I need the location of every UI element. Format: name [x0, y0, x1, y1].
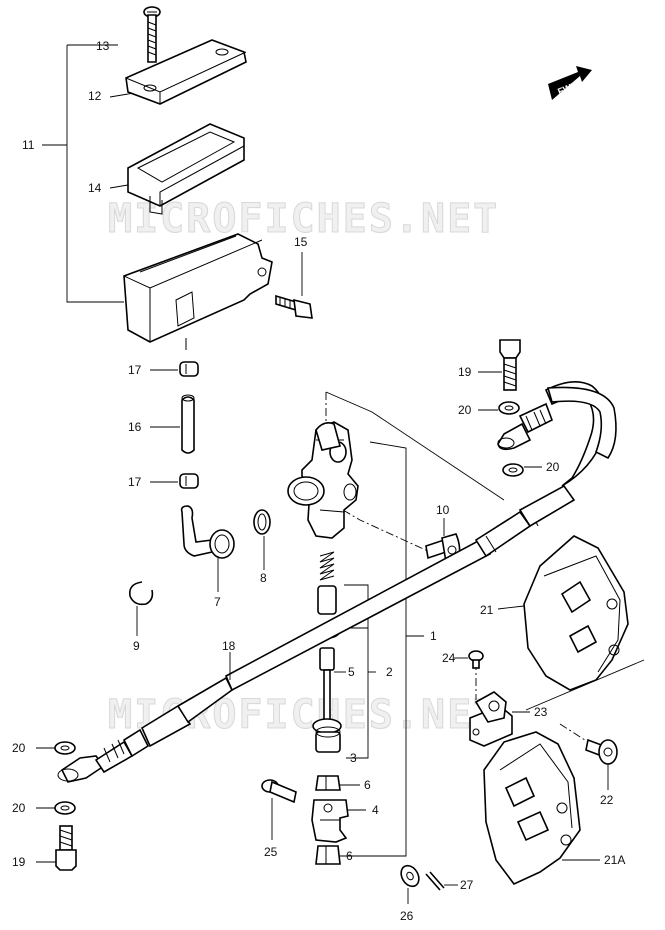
label-8: 8	[260, 571, 267, 585]
label-25: 25	[264, 845, 278, 859]
label-18: 18	[222, 639, 236, 653]
label-22: 22	[600, 793, 614, 807]
label-21: 21	[480, 603, 494, 617]
label-5: 5	[348, 665, 355, 679]
clevis-joint	[311, 799, 349, 843]
reservoir-diaphragm	[127, 123, 245, 215]
label-10: 10	[436, 503, 450, 517]
washer-20-upper-b	[502, 463, 524, 477]
label-23: 23	[534, 705, 548, 719]
locknut-upper	[315, 775, 341, 791]
mounting-bolt	[425, 533, 461, 563]
label-26: 26	[400, 909, 414, 923]
label-15: 15	[294, 235, 308, 249]
locknut-lower	[315, 845, 341, 865]
label-2: 2	[386, 665, 393, 679]
label-20-lower-a: 20	[12, 741, 26, 755]
brake-hose	[57, 381, 617, 783]
master-cylinder-guard-21	[523, 535, 629, 691]
reservoir-cap	[125, 39, 247, 105]
label-12: 12	[88, 89, 102, 103]
fwd-arrow-icon: FWD	[548, 66, 592, 100]
watermark-top: MICROFICHES.NET	[108, 196, 499, 242]
clamp-lower	[179, 473, 199, 489]
cotter-pin	[425, 871, 445, 891]
label-6-upper: 6	[364, 778, 371, 792]
label-20-upper-b: 20	[546, 460, 560, 474]
hose-elbow-connector	[180, 505, 235, 559]
o-ring	[253, 509, 271, 535]
pushrod	[312, 647, 342, 753]
master-cylinder-guard-21A	[483, 731, 581, 885]
label-13: 13	[96, 39, 110, 53]
hose-guide-bracket	[469, 691, 513, 747]
banjo-bolt-lower	[55, 825, 77, 871]
label-7: 7	[214, 595, 221, 609]
washer-20-upper-a	[498, 401, 520, 415]
label-16: 16	[128, 420, 142, 434]
label-17-upper: 17	[128, 363, 142, 377]
label-19-lower: 19	[12, 855, 26, 869]
reservoir-hose	[181, 394, 195, 454]
washer-20-lower-b	[54, 801, 76, 815]
label-21A: 21A	[604, 853, 625, 867]
label-20-upper-a: 20	[458, 403, 472, 417]
label-20-lower-b: 20	[12, 801, 26, 815]
washer-20-lower-a	[54, 741, 76, 755]
label-3: 3	[350, 751, 357, 765]
label-9: 9	[133, 639, 140, 653]
label-6-lower: 6	[346, 849, 353, 863]
guard-bolt	[585, 738, 618, 765]
label-1: 1	[430, 629, 437, 643]
bracket-2	[344, 584, 369, 759]
reservoir-bolt	[275, 294, 313, 319]
bracket-11	[66, 45, 124, 303]
circlip	[128, 581, 154, 606]
label-4: 4	[372, 803, 379, 817]
clevis-pin	[261, 779, 297, 804]
label-27: 27	[460, 878, 474, 892]
bracket-screw	[468, 650, 484, 669]
banjo-bolt-upper	[499, 339, 521, 391]
reservoir-screw	[143, 6, 161, 63]
master-cylinder-body	[287, 421, 359, 539]
label-24: 24	[442, 651, 456, 665]
label-14: 14	[88, 181, 102, 195]
label-19-upper: 19	[458, 365, 472, 379]
label-17-lower: 17	[128, 475, 142, 489]
washer-clevis	[400, 864, 420, 888]
reservoir-body	[123, 233, 273, 350]
label-11: 11	[22, 138, 35, 152]
clamp-upper	[179, 361, 199, 377]
